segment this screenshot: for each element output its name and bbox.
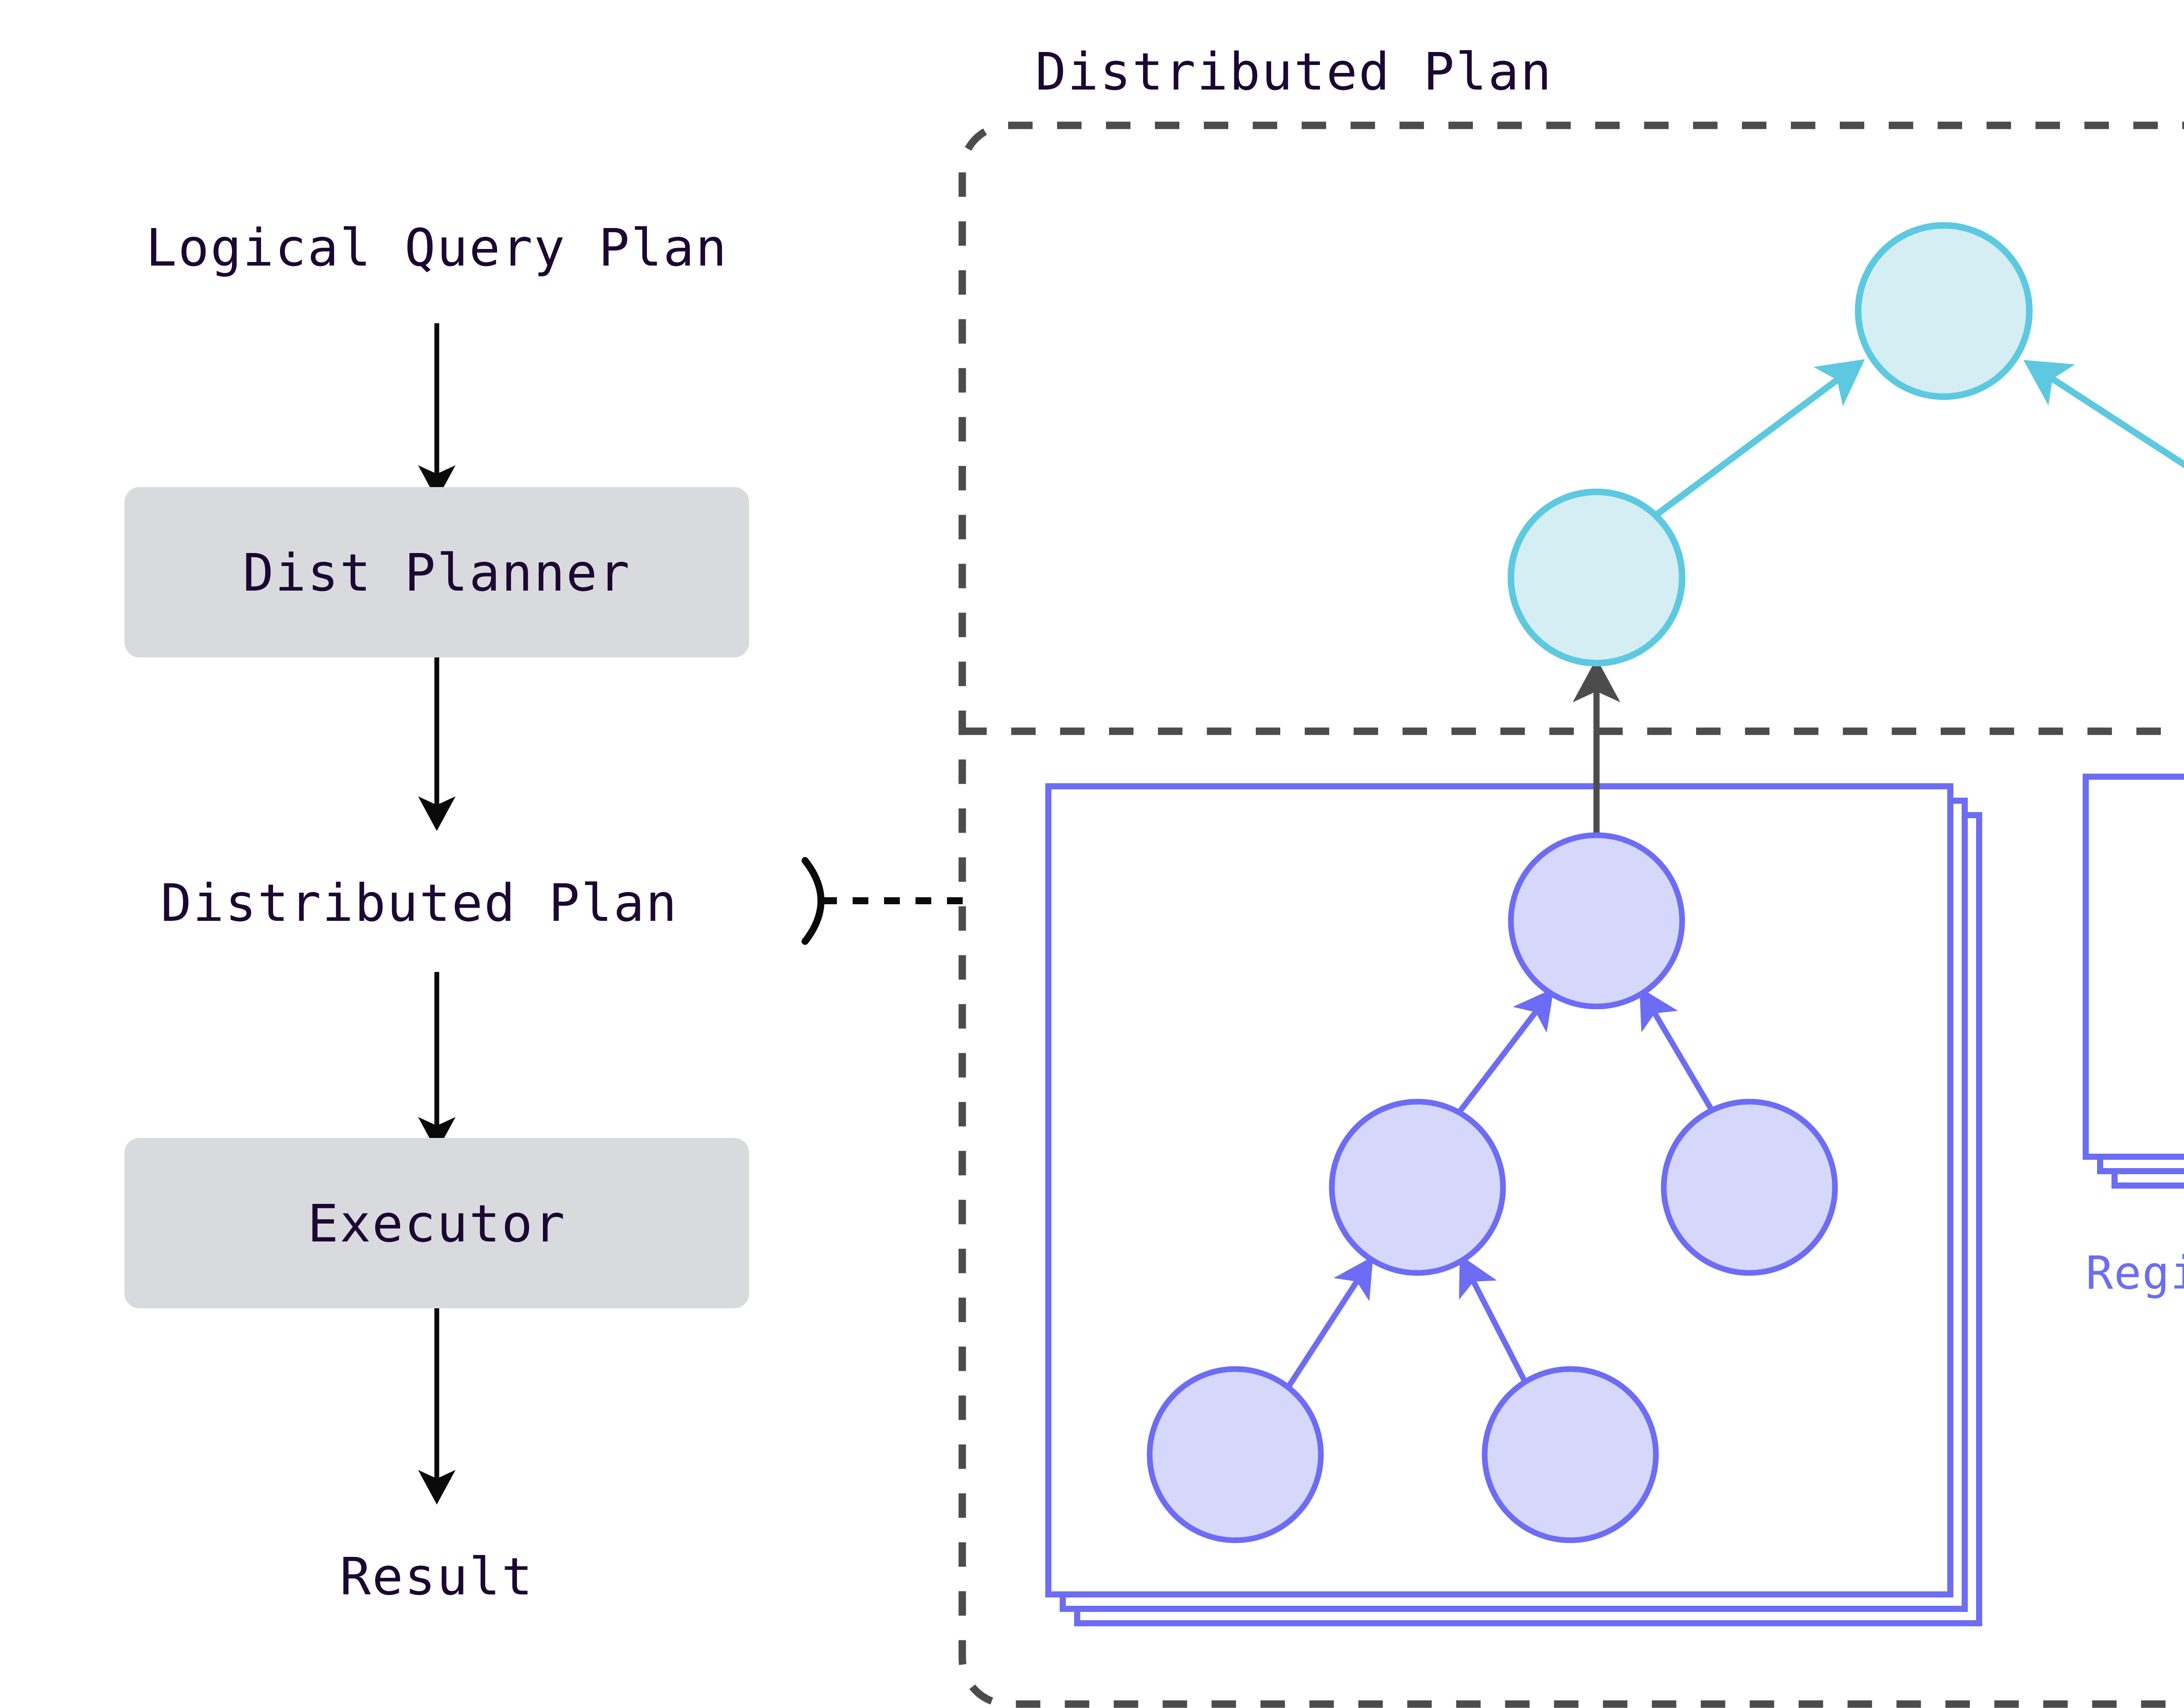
edge-lleaf1-to-lmid (1284, 1256, 1373, 1392)
distributed-plan-container (958, 121, 2184, 1708)
right-region-stack (2083, 774, 2184, 1189)
left-region-nodes (1147, 832, 1838, 1543)
frontend-edges (1653, 359, 2184, 519)
datanode-node-l-leaf2[interactable] (1482, 1366, 1659, 1543)
label-result: Result (340, 1546, 534, 1607)
right-region-box-front[interactable] (2083, 774, 2184, 1160)
label-logical-query-plan: Logical Query Plan (146, 218, 728, 278)
frontend-node-left[interactable] (1507, 488, 1686, 667)
datanode-node-l-leaf1[interactable] (1147, 1366, 1324, 1543)
label-regions: Regions (2086, 1246, 2184, 1300)
edge-fright-to-froot (2023, 360, 2184, 468)
frontend-node-root[interactable] (1855, 222, 2033, 400)
frontend-nodes (1507, 222, 2033, 667)
label-dist-planner: Dist Planner (243, 543, 631, 603)
edge-fleft-to-froot (1653, 359, 1865, 519)
datanode-node-l-sibling[interactable] (1661, 1099, 1838, 1276)
edge-lsib-to-lroot (1639, 987, 1719, 1120)
label-distributed-plan-step: Distributed Plan (161, 873, 678, 933)
edge-lleaf2-to-lmid (1459, 1255, 1531, 1390)
plan-bracket (802, 857, 825, 945)
datanode-node-l-root[interactable] (1508, 832, 1685, 1010)
left-region-edges (1284, 987, 1719, 1392)
label-executor: Executor (308, 1193, 566, 1254)
executor-box[interactable] (124, 1138, 749, 1308)
edge-lmid-to-lroot (1452, 988, 1554, 1120)
pipeline-group (124, 323, 749, 1505)
dist-planner-box[interactable] (124, 487, 749, 657)
datanode-node-l-mid[interactable] (1329, 1099, 1506, 1276)
label-diagram-title: Distributed Plan (1035, 41, 1553, 102)
